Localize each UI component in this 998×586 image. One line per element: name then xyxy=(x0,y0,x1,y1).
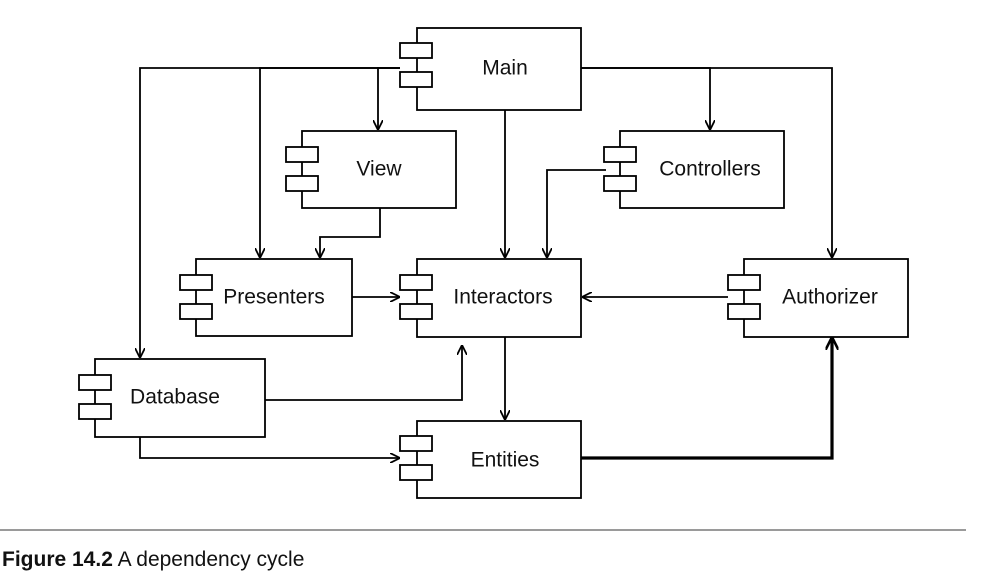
component-database: Database xyxy=(78,358,266,438)
component-entities-label: Entities xyxy=(471,449,540,472)
figure-title: A dependency cycle xyxy=(117,548,305,571)
arrow-main-to-authorizer xyxy=(581,67,832,258)
component-authorizer: Authorizer xyxy=(727,258,909,338)
component-interactors: Interactors xyxy=(399,258,582,338)
arrow-database-to-interactors xyxy=(265,345,462,401)
arrow-main-to-controllers xyxy=(581,67,710,130)
component-database-label: Database xyxy=(130,386,220,409)
component-main: Main xyxy=(399,27,582,111)
figure-caption: Figure 14.2 A dependency cycle xyxy=(2,548,304,572)
caption-divider xyxy=(0,529,966,531)
component-presenters-label: Presenters xyxy=(223,286,325,309)
arrow-database-to-entities xyxy=(139,437,400,458)
component-presenters: Presenters xyxy=(179,258,353,337)
component-entities: Entities xyxy=(399,420,582,499)
arrow-main-to-database xyxy=(140,67,400,358)
arrow-main-to-view xyxy=(378,67,400,130)
component-main-label: Main xyxy=(482,57,528,80)
arrow-controllers-to-interactors xyxy=(547,169,606,258)
component-interactors-label: Interactors xyxy=(453,286,552,309)
component-view: View xyxy=(285,130,457,209)
figure-number: Figure 14.2 xyxy=(2,548,113,571)
dependency-diagram: Main View Controllers Presenters Interac… xyxy=(78,27,909,499)
component-authorizer-label: Authorizer xyxy=(782,286,878,309)
component-controllers: Controllers xyxy=(603,130,785,209)
component-controllers-label: Controllers xyxy=(659,158,761,181)
arrow-view-to-presenters xyxy=(320,208,381,258)
arrow-entities-to-authorizer-cycle xyxy=(581,337,832,460)
component-view-label: View xyxy=(356,158,402,181)
